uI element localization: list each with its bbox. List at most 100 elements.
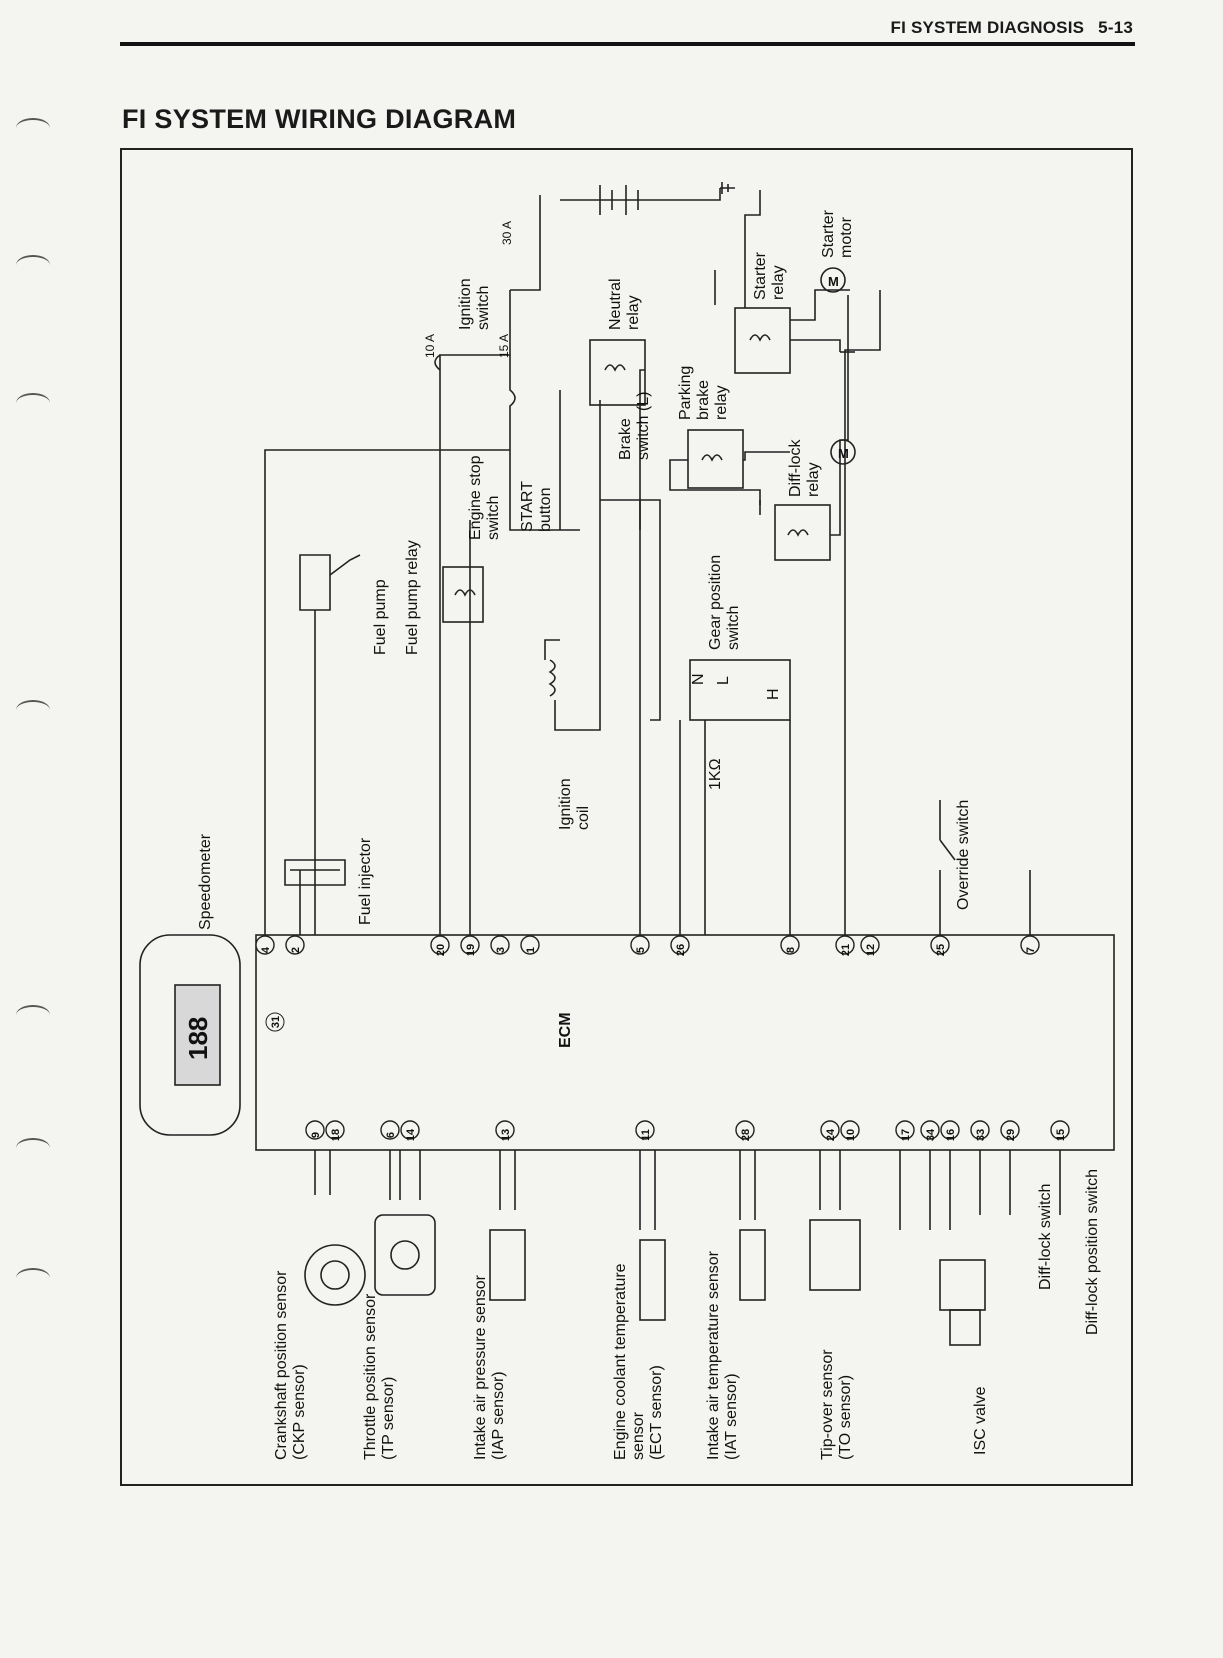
- neutral-relay-box: [589, 339, 646, 406]
- ecm-pin-label: 21: [840, 944, 852, 956]
- neutral-relay-label-2: relay: [625, 295, 642, 330]
- ecm-pin-5: [630, 935, 650, 955]
- gear-letter-l: L: [715, 676, 732, 685]
- speedo-display: 188: [183, 1017, 213, 1060]
- ecm-pin-label: 24: [825, 1128, 837, 1141]
- ecm-pin-17: [895, 1120, 915, 1140]
- diff-lock-motor-m: M: [838, 446, 849, 461]
- starter-motor-m: M: [828, 274, 839, 289]
- section-title: FI SYSTEM DIAGNOSIS: [890, 18, 1085, 37]
- iat-sensor-label-1: Intake air temperature sensor: [705, 1250, 722, 1460]
- ignition-switch-label-2: switch: [475, 286, 492, 330]
- diff-lock-relay-label-2: relay: [805, 462, 822, 497]
- ecm-pin-19: [460, 935, 480, 955]
- resistor-label: 1KΩ: [707, 758, 724, 790]
- ecm-pin-26: [670, 935, 690, 955]
- brake-switch-label-1: Brake: [617, 418, 634, 460]
- diff-lock-relay-label-1: Diff-lock: [787, 439, 804, 497]
- iap-sensor-label-2: (IAP sensor): [490, 1371, 507, 1460]
- start-button-label-1: START: [519, 481, 536, 532]
- fuel-pump-label: Fuel pump: [372, 579, 389, 655]
- page-header: FI SYSTEM DIAGNOSIS 5-13: [891, 18, 1133, 38]
- ecm-pin-label: 7: [1025, 947, 1037, 953]
- override-switch-label: Override switch: [955, 800, 972, 910]
- ecm-pin-6: [380, 1120, 400, 1140]
- ect-sensor-label-1: Engine coolant temperature: [612, 1263, 629, 1460]
- ecm-pin-29: [1000, 1120, 1020, 1140]
- ecm-pin-label: 16: [945, 1129, 957, 1141]
- diff-lock-relay-box: [774, 504, 831, 561]
- ckp-sensor-label-1: Crankshaft position sensor: [273, 1270, 290, 1460]
- ecm-pin-34: [920, 1120, 940, 1140]
- ecm-pin-label: 8: [785, 947, 797, 953]
- gear-letter-h: H: [765, 688, 782, 700]
- gear-switch-box: [689, 659, 791, 721]
- ecm-pin-label: 18: [330, 1129, 342, 1141]
- parking-brake-label-1: Parking: [677, 366, 694, 420]
- ecm-pin-label: 25: [935, 944, 947, 956]
- ignition-coil-label-2: coil: [575, 806, 592, 830]
- ecm-pin-25: [930, 935, 950, 955]
- parking-brake-label-2: brake: [695, 380, 712, 420]
- ecm-pin-10: [840, 1120, 860, 1140]
- ecm-pin-label: 9: [310, 1132, 322, 1138]
- ecm-pin-9: [305, 1120, 325, 1140]
- ecm-pin-label: 3: [495, 947, 507, 953]
- to-sensor-label-1: Tip-over sensor: [819, 1349, 836, 1460]
- fuse-10a-label: 10 A: [423, 334, 437, 358]
- ecm-pin-label: 29: [1005, 1129, 1017, 1141]
- ecm-pin-label: 13: [500, 1129, 512, 1141]
- parking-brake-label-3: relay: [713, 385, 730, 420]
- ect-sensor-label-3: (ECT sensor): [648, 1365, 665, 1460]
- ecm-pin-label: 34: [925, 1128, 937, 1141]
- starter-motor-label-1: Starter: [820, 209, 837, 258]
- to-sensor-label-2: (TO sensor): [837, 1375, 854, 1460]
- ecm-pin-label: 15: [1055, 1129, 1067, 1141]
- speedometer-body: [139, 934, 241, 1136]
- ecm-pin-label: 31: [270, 1016, 282, 1028]
- tp-sensor-label-1: Throttle position sensor: [362, 1293, 379, 1460]
- starter-relay-label-2: relay: [770, 265, 787, 300]
- fuse-30a-label: 30 A: [500, 221, 514, 245]
- ecm-pin-label: 19: [465, 944, 477, 956]
- ecm-pin-label: 14: [405, 1128, 417, 1141]
- speedometer-label: Speedometer: [197, 833, 214, 930]
- ecm-pin-label: 10: [845, 1129, 857, 1141]
- page-number: 5-13: [1098, 18, 1133, 37]
- diff-lock-position-switch-label: Diff-lock position switch: [1084, 1169, 1101, 1335]
- ckp-sensor-label-2: (CKP sensor): [291, 1364, 308, 1460]
- starter-motor-label-2: motor: [838, 216, 855, 258]
- ecm-label: ECM: [557, 1012, 574, 1048]
- ecm-pin-8: [780, 935, 800, 955]
- parking-brake-relay-box: [687, 429, 744, 489]
- isc-valve-label: ISC valve: [972, 1386, 989, 1455]
- tp-sensor-label-2: (TP sensor): [380, 1377, 397, 1460]
- start-button-label-2: button: [537, 488, 554, 532]
- diagram-frame: [120, 148, 1133, 1486]
- gear-switch-label-1: Gear position: [707, 555, 724, 650]
- ect-sensor-label-2: sensor: [630, 1411, 647, 1460]
- ecm-pin-33: [970, 1120, 990, 1140]
- ecm-pin-18: [325, 1120, 345, 1140]
- ecm-pin-1: [520, 935, 540, 955]
- brake-switch-label-2: switch (L): [635, 392, 652, 460]
- ecm-pin-3: [490, 935, 510, 955]
- ecm-pin-4: [255, 935, 275, 955]
- ecm-pin-13: [495, 1120, 515, 1140]
- ecm-pin-label: 17: [900, 1129, 912, 1141]
- starter-relay-label-1: Starter: [752, 251, 769, 300]
- ecm-box: [255, 934, 1115, 1151]
- iat-sensor-label-2: (IAT sensor): [723, 1373, 740, 1460]
- ecm-pin-21: [835, 935, 855, 955]
- ecm-pin-label: 33: [975, 1129, 987, 1141]
- fuse-15a-label: 15 A: [497, 334, 511, 358]
- fuel-injector-label: Fuel injector: [357, 837, 374, 925]
- ecm-pin-7: [1020, 935, 1040, 955]
- ecm-pin-label: 1: [525, 947, 537, 953]
- header-rule: [120, 42, 1135, 46]
- neutral-relay-label-1: Neutral: [607, 278, 624, 330]
- diagram-title: FI SYSTEM WIRING DIAGRAM: [122, 104, 517, 134]
